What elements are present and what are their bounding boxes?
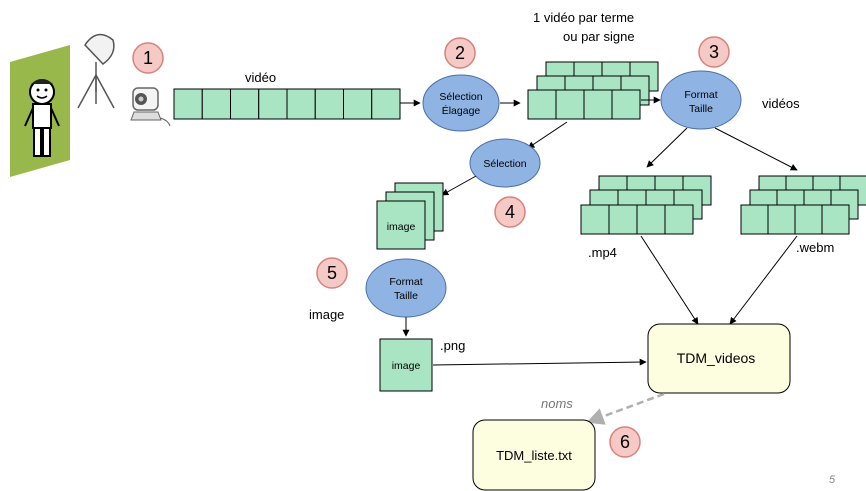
step-badge-4: 4 [494,196,526,228]
arrow-format-to-mp4 [646,127,688,168]
step-badge-3: 3 [698,36,730,68]
format-video-label-2: Taille [689,103,713,115]
step-badge-2: 2 [444,37,476,69]
step-badge-1: 1 [132,42,164,74]
selection-label: Sélection [483,158,526,170]
image-side-label: image [309,307,344,322]
selection-elagage-label-2: Élagage [442,104,481,117]
svg-text:1: 1 [143,48,153,68]
video-stack-top [527,61,659,120]
arrow-webm-to-tdm [729,235,798,325]
video-frame [794,204,823,235]
tdm-videos-box: TDM_videos [647,323,791,394]
video-frame [611,89,641,120]
video-frame [664,204,694,235]
format-taille-image-node: Format Taille [365,258,447,318]
selection-elagage-node: Sélection Élagage [422,74,500,132]
svg-text:3: 3 [709,42,719,62]
mp4-label: .mp4 [588,245,617,260]
video-frame [580,204,610,235]
one-video-line-2: ou par signe [563,29,635,44]
studio-light-icon [77,33,115,109]
image-stack-label: image [387,221,416,233]
step-badge-6: 6 [609,426,641,458]
video-frame [555,89,585,120]
video-frame [767,204,796,235]
video-frame [740,204,769,235]
tdm-videos-label: TDM_videos [677,350,756,366]
svg-text:4: 4 [505,202,515,222]
tdm-liste-box: TDM_liste.txt [472,419,596,491]
video-frame [201,88,231,120]
video-frame [821,204,850,235]
video-frame-strip [173,88,401,120]
video-frame [286,88,316,120]
arrow-stack-to-selection2 [527,121,568,149]
arrow-tdm-to-liste [586,392,665,425]
svg-text:6: 6 [620,432,630,452]
videos-label: vidéos [762,96,800,111]
video-frame [343,88,373,120]
format-image-label-1: Format [389,276,422,288]
png-label: .png [440,338,465,353]
one-video-line-1: 1 vidéo par terme [533,10,634,25]
video-frame [636,204,666,235]
video-label: vidéo [245,70,276,85]
svg-text:2: 2 [455,43,465,63]
mp4-stack [580,175,712,235]
video-frame [173,88,203,120]
video-frame [371,88,401,120]
selection-elagage-label-1: Sélection [439,91,482,103]
format-video-label-1: Format [684,89,717,101]
page-number: 5 [829,474,836,486]
video-frame [314,88,344,120]
arrow-png-to-tdm [432,358,647,366]
webm-label: .webm [796,240,834,255]
image-stack: image [376,182,444,250]
noms-label: noms [541,396,573,411]
tdm-liste-label: TDM_liste.txt [496,448,572,463]
video-frame [230,88,260,120]
image-png-box: image [379,338,433,392]
video-frame [527,89,557,120]
format-image-label-2: Taille [394,290,418,302]
step-badge-5: 5 [316,257,348,289]
webcam-icon [130,87,171,127]
image-png-label: image [392,360,421,372]
webm-stack [740,175,866,235]
format-taille-video-node: Format Taille [660,70,742,130]
video-frame [608,204,638,235]
arrow-format-to-webm [714,127,798,171]
selection-node: Sélection [469,138,541,188]
svg-text:5: 5 [327,263,337,283]
arrow-selection-to-images [441,175,477,196]
video-frame [258,88,288,120]
video-frame [583,89,613,120]
arrow-mp4-to-tdm [640,235,699,325]
person-icon [10,45,70,177]
